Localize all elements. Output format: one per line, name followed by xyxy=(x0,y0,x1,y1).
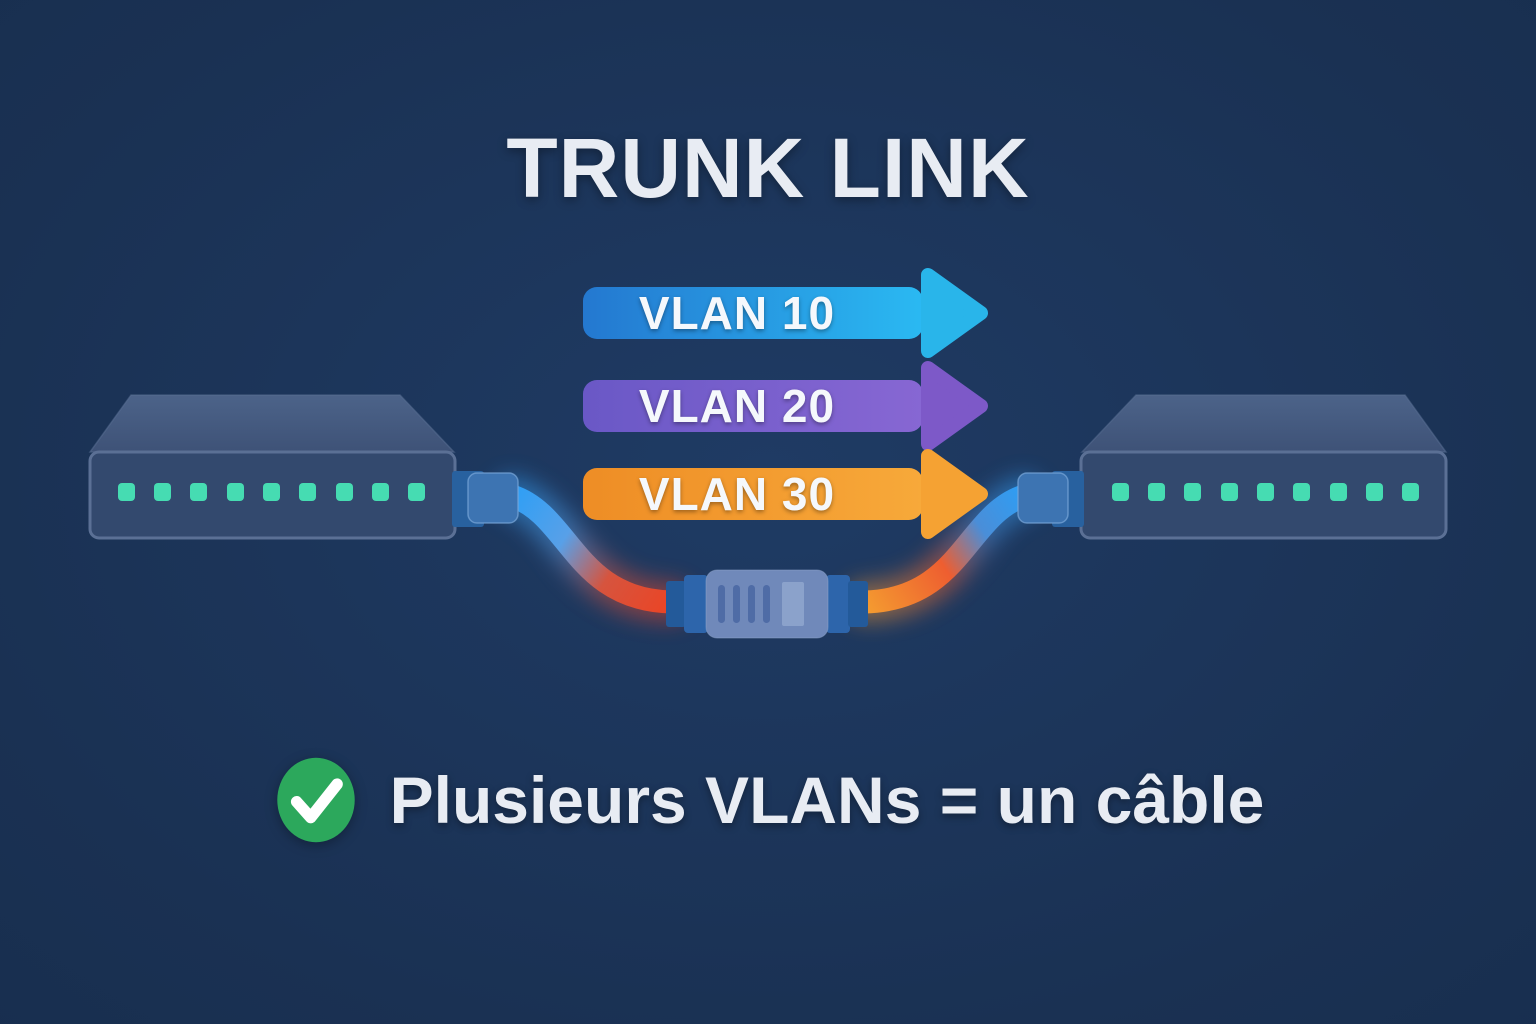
arrow-bar xyxy=(583,380,923,432)
vlan-arrows: VLAN 10 VLAN 20 VLAN 30 xyxy=(583,268,988,539)
switch-left xyxy=(88,394,457,540)
port-led xyxy=(154,483,171,501)
arrow-head xyxy=(921,361,988,451)
port-led xyxy=(372,483,389,501)
vlan-30-label: VLAN 30 xyxy=(639,468,835,520)
coupler-vent xyxy=(733,585,740,623)
vlan-20-label: VLAN 20 xyxy=(639,380,835,432)
diagram-title: TRUNK LINK xyxy=(506,121,1030,215)
vlan-arrow-20: VLAN 20 xyxy=(583,361,988,451)
coupler-collar-outer-left xyxy=(666,581,686,627)
arrow-bar xyxy=(583,287,923,339)
cable-plug-left xyxy=(452,471,519,527)
port-led xyxy=(1148,483,1165,501)
coupler-vent xyxy=(763,585,770,623)
arrow-head xyxy=(921,268,988,358)
vlan-10-label: VLAN 10 xyxy=(639,287,835,339)
port-led xyxy=(190,483,207,501)
port-led xyxy=(1184,483,1201,501)
cable-left xyxy=(500,484,684,614)
port-led xyxy=(1112,483,1129,501)
cable-coupler xyxy=(666,569,868,639)
port-led xyxy=(263,483,280,501)
coupler-collar-right xyxy=(826,575,850,633)
caption-text: Plusieurs VLANs = un câble xyxy=(389,763,1265,837)
port-led xyxy=(1221,483,1238,501)
switch-left-top xyxy=(88,394,456,453)
plug-head xyxy=(1017,472,1069,524)
port-led xyxy=(227,483,244,501)
coupler-window xyxy=(782,582,804,626)
switch-right-ports xyxy=(1112,483,1419,501)
port-led xyxy=(1257,483,1274,501)
arrow-bar xyxy=(583,468,923,520)
port-led xyxy=(408,483,425,501)
switch-left-ports xyxy=(118,483,425,501)
port-led xyxy=(1293,483,1310,501)
arrow-head xyxy=(921,449,988,539)
coupler-vents xyxy=(718,585,770,623)
trunk-cable xyxy=(452,471,1084,639)
cable-plug-right xyxy=(1017,471,1084,527)
port-led xyxy=(1330,483,1347,501)
port-led xyxy=(336,483,353,501)
coupler-vent xyxy=(748,585,755,623)
coupler-collar-left xyxy=(684,575,708,633)
coupler-collar-outer-right xyxy=(848,581,868,627)
vlan-arrow-10: VLAN 10 xyxy=(583,268,988,358)
switch-right-top xyxy=(1080,394,1448,453)
coupler-vent xyxy=(718,585,725,623)
cable-right xyxy=(852,484,1036,614)
port-led xyxy=(118,483,135,501)
port-led xyxy=(1402,483,1419,501)
plug-head xyxy=(467,472,519,524)
port-led xyxy=(1366,483,1383,501)
port-led xyxy=(299,483,316,501)
switch-right xyxy=(1079,394,1448,540)
caption-row: Plusieurs VLANs = un câble xyxy=(0,748,1536,852)
vlan-arrow-30: VLAN 30 xyxy=(583,449,988,539)
check-icon xyxy=(276,757,355,843)
